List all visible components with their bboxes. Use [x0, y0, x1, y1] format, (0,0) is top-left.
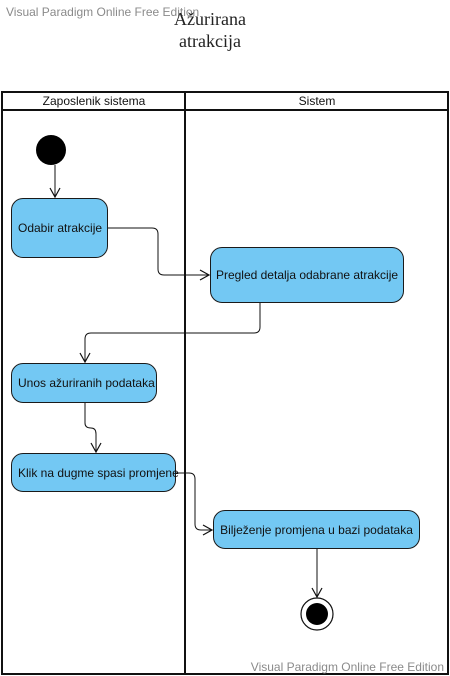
swimlane-frame [1, 91, 449, 675]
action-biljezenje-promjena[interactable]: Bilježenje promjena u bazi podataka [213, 510, 420, 549]
action-klik-spasi[interactable]: Klik na dugme spasi promjene [11, 453, 179, 492]
action-label: Klik na dugme spasi promjene [18, 465, 179, 480]
flow-odabir-to-pregled[interactable] [108, 227, 211, 281]
lane-header-sistem: Sistem [298, 94, 336, 108]
flow-unos-to-klik[interactable] [84, 403, 102, 454]
watermark-bottom: Visual Paradigm Online Free Edition [250, 660, 444, 674]
action-label: Odabir atrakcije [18, 221, 103, 235]
action-odabir-atrakcije[interactable]: Odabir atrakcije [11, 198, 108, 258]
watermark-top: Visual Paradigm Online Free Edition [6, 5, 200, 19]
action-label: Unos ažuriranih podataka [18, 376, 155, 390]
flow-pregled-to-unos[interactable] [79, 303, 261, 364]
action-label: Bilježenje promjena u bazi podataka [220, 522, 413, 537]
action-unos-podataka[interactable]: Unos ažuriranih podataka [11, 363, 157, 403]
diagram-title-line1: Ažurirana [174, 9, 246, 29]
lane-header-zaposlenik: Zaposlenik sistema [42, 94, 146, 108]
diagram-title-line2: atrakcija [179, 31, 241, 51]
initial-node[interactable] [36, 135, 66, 165]
action-label: Pregled detalja odabrane atrakcije [215, 268, 399, 282]
diagram-title: Ažurirana atrakcija [150, 8, 270, 52]
final-node-inner [306, 603, 328, 625]
flow-klik-to-biljezenje[interactable] [176, 472, 214, 536]
action-pregled-detalja[interactable]: Pregled detalja odabrane atrakcije [210, 247, 404, 303]
